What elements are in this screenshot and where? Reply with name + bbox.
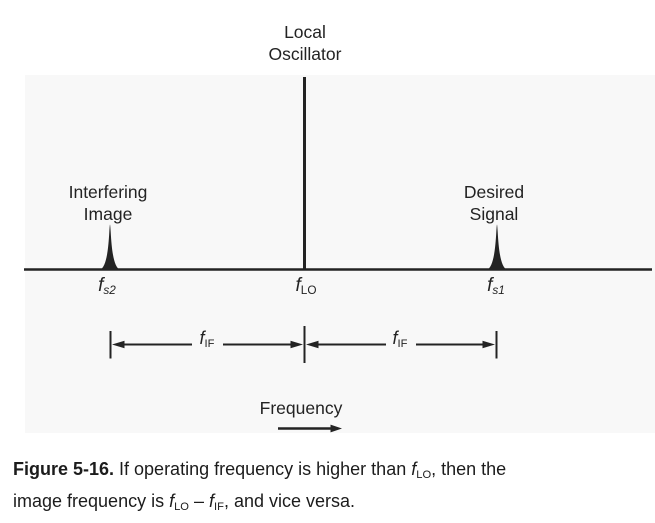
interfering-image-label: Interfering Image bbox=[69, 181, 148, 225]
caption-flo-base: f bbox=[169, 491, 175, 511]
caption-math-flo: fLO bbox=[411, 459, 432, 482]
arrowhead-right-outer bbox=[482, 340, 495, 349]
caption-text: – bbox=[188, 491, 209, 511]
caption-line-2: image frequency is fLO – fIF, and vice v… bbox=[13, 487, 649, 519]
fs2-subscript: s2 bbox=[103, 284, 116, 298]
arrowhead-left-outer bbox=[112, 340, 125, 349]
desired-signal-spike bbox=[486, 224, 508, 270]
caption-text: image frequency is bbox=[13, 491, 170, 511]
local-oscillator-label-line2: Oscillator bbox=[268, 44, 342, 64]
fif-label-left: fIF bbox=[199, 328, 215, 351]
axis-label-flo: fLO bbox=[295, 275, 317, 298]
flo-subscript: LO bbox=[300, 284, 317, 298]
caption-text: If operating frequency is higher than bbox=[114, 459, 412, 479]
caption-flo-subscript: LO bbox=[416, 469, 432, 482]
fif-left-base: f bbox=[199, 328, 205, 348]
figure-panel bbox=[25, 75, 655, 433]
fs2-base: f bbox=[98, 275, 104, 296]
fif-right-base: f bbox=[392, 328, 398, 348]
interfering-image-spike bbox=[99, 224, 121, 270]
flo-base: f bbox=[295, 275, 301, 296]
fif-right-subscript: IF bbox=[397, 338, 408, 351]
fs1-subscript: s1 bbox=[492, 284, 505, 298]
figure-number: Figure 5-16. bbox=[13, 459, 115, 479]
local-oscillator-label: Local Oscillator bbox=[269, 21, 342, 65]
caption-flo-base: f bbox=[411, 459, 417, 479]
axis-label-fs2: fs2 bbox=[98, 275, 116, 298]
frequency-arrowhead bbox=[330, 424, 342, 433]
local-oscillator-label-line1: Local bbox=[284, 22, 326, 42]
figure-caption: Figure 5-16. If operating frequency is h… bbox=[13, 455, 649, 519]
fif-left-subscript: IF bbox=[204, 338, 215, 351]
interfering-image-label-line2: Image bbox=[83, 204, 133, 224]
arrowhead-right-inner bbox=[306, 340, 319, 349]
caption-line-1: Figure 5-16. If operating frequency is h… bbox=[13, 455, 649, 487]
frequency-axis-title: Frequency bbox=[259, 398, 343, 418]
caption-text: , and vice versa. bbox=[223, 491, 355, 511]
caption-flo-subscript: LO bbox=[174, 501, 189, 514]
caption-math-fif: fIF bbox=[209, 491, 224, 514]
arrowhead-left-inner bbox=[290, 340, 303, 349]
axis-label-fs1: fs1 bbox=[487, 275, 505, 298]
spectrum-diagram-graphics bbox=[24, 77, 652, 433]
fs1-base: f bbox=[487, 275, 493, 296]
caption-math-flo: fLO bbox=[169, 491, 189, 514]
caption-fif-base: f bbox=[209, 491, 215, 511]
fif-label-right: fIF bbox=[392, 328, 408, 351]
interfering-image-label-line1: Interfering bbox=[68, 182, 148, 202]
desired-signal-label-line2: Signal bbox=[469, 204, 519, 224]
caption-fif-subscript: IF bbox=[214, 501, 224, 514]
desired-signal-label: Desired Signal bbox=[464, 181, 524, 225]
caption-text: , then the bbox=[431, 459, 507, 479]
desired-signal-label-line1: Desired bbox=[463, 182, 525, 202]
